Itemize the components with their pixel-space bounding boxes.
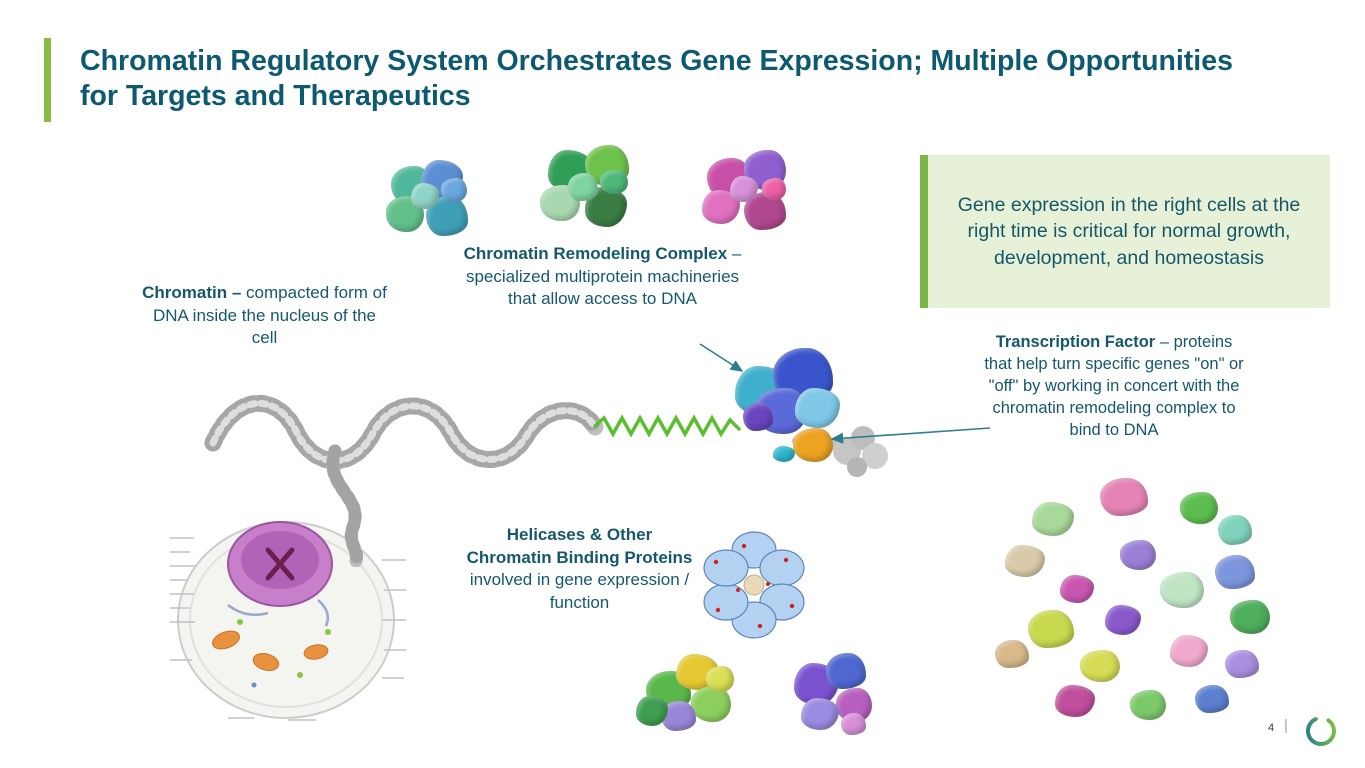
slide-title: Chromatin Regulatory System Orchestrates… [80, 45, 1233, 112]
helicase-structure [703, 531, 805, 639]
title-accent-bar [44, 38, 51, 122]
protein-structure-green-yellow [636, 646, 736, 738]
protein-structure-green [540, 145, 632, 233]
remodeling-complex-on-dna [735, 348, 850, 473]
protein-structure-purple-blue [786, 648, 876, 736]
remodeling-complex-label: Chromatin Remodeling Complex – specializ… [455, 243, 750, 311]
chromatin-definition: compacted form of DNA inside the nucleus… [152, 283, 387, 348]
helicases-definition: involved in gene expression / function [469, 570, 690, 612]
protein-structure-teal-blue [386, 158, 470, 238]
remodeling-term: Chromatin Remodeling Complex [463, 244, 728, 263]
protein-collection [975, 468, 1275, 738]
helicases-label: Helicases & Other Chromatin Binding Prot… [462, 524, 697, 614]
remodeling-definition: – specialized multiprotein machineries t… [465, 244, 742, 309]
page-number: 4 [1268, 722, 1275, 734]
transcription-factor-term: Transcription Factor [995, 333, 1156, 351]
cell-illustration [170, 521, 406, 721]
protein-structure-magenta-purple [702, 150, 790, 234]
chromatin-label: Chromatin – compacted form of DNA inside… [142, 282, 387, 350]
helicases-term: Helicases & Other Chromatin Binding Prot… [466, 525, 693, 567]
key-message-text: Gene expression in the right cells at th… [957, 194, 1301, 269]
chromatin-term: Chromatin – [142, 283, 242, 302]
footer-separator: | [1284, 717, 1288, 734]
arrow-to-transcription-factor [830, 427, 991, 444]
key-message-callout: Gene expression in the right cells at th… [920, 155, 1330, 308]
transcription-factor-definition: – proteins that help turn specific genes… [984, 333, 1244, 439]
transcription-factor-label: Transcription Factor – proteins that hel… [982, 332, 1246, 442]
transcription-factor-blob [793, 428, 833, 462]
brand-logo-icon [1306, 716, 1336, 746]
